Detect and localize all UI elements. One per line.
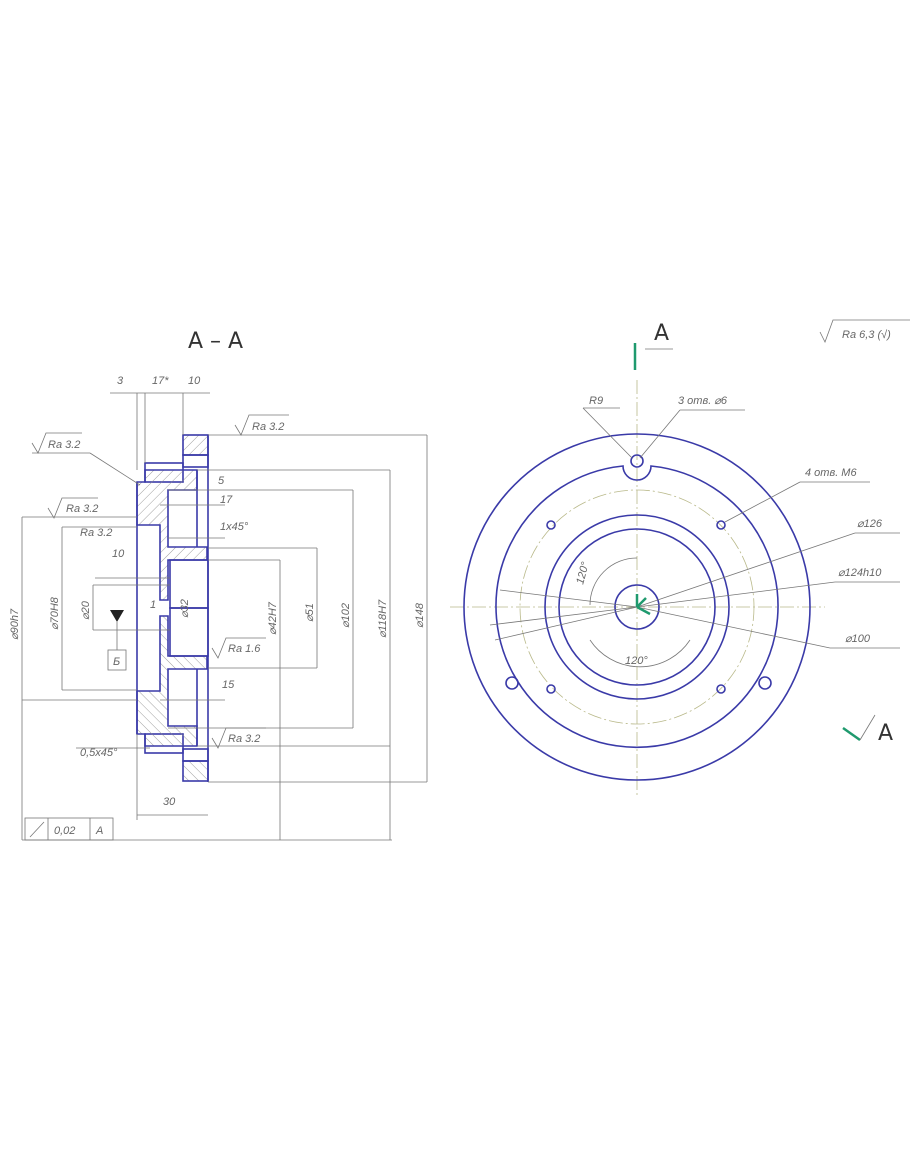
section-mark-a: A xyxy=(654,321,669,346)
dia-70H8: ⌀70H8 xyxy=(49,596,61,630)
dia-32: ⌀32 xyxy=(179,599,191,618)
hole-6 xyxy=(505,676,519,690)
dimension-lines xyxy=(21,392,428,841)
hole-6 xyxy=(630,454,644,468)
callout-dia-126: ⌀126 xyxy=(857,518,883,530)
callout-dia-100: ⌀100 xyxy=(845,633,871,645)
dim-chamfer: 1x45° xyxy=(220,521,249,533)
outer-circle xyxy=(463,433,811,781)
hole-m6 xyxy=(716,684,726,694)
tolerance-value: 0,02 xyxy=(54,825,75,837)
dim-5: 5 xyxy=(218,475,225,487)
dim-1: 1 xyxy=(150,599,156,611)
datum-label: Б xyxy=(113,656,120,668)
callout-3-holes: 3 отв. ⌀6 xyxy=(678,395,728,407)
angle-120-bottom: 120° xyxy=(625,655,648,667)
dim-15: 15 xyxy=(222,679,235,691)
section-mark-a-2: A xyxy=(878,721,893,746)
dia-102: ⌀102 xyxy=(340,603,352,628)
tolerance-datum: A xyxy=(95,825,103,837)
dim-17: 17* xyxy=(152,375,169,387)
roughness-label: Ra 3.2 xyxy=(228,733,260,745)
dia-148: ⌀148 xyxy=(414,602,426,628)
roughness-label: Ra 3.2 xyxy=(80,527,112,539)
roughness-label: Ra 3.2 xyxy=(48,439,80,451)
hole-m6 xyxy=(716,520,726,530)
callout-dia-124h10: ⌀124h10 xyxy=(838,567,882,579)
dim-17b: 17 xyxy=(220,494,233,506)
section-line-mark-2 xyxy=(842,726,861,742)
dia-42H7: ⌀42H7 xyxy=(267,601,279,635)
roughness-marks xyxy=(31,414,289,749)
roughness-label: Ra 3.2 xyxy=(252,421,284,433)
dia-51: ⌀51 xyxy=(304,603,316,622)
dia-20: ⌀20 xyxy=(80,600,92,620)
hole-6 xyxy=(758,676,772,690)
front-view: A A Ra 6,3 (√) R9 3 отв. ⌀6 4 отв. M6 ⌀1… xyxy=(450,319,910,795)
dim-10b: 10 xyxy=(112,548,125,560)
roughness-label: Ra 3.2 xyxy=(66,503,98,515)
dia-90h7: ⌀90h7 xyxy=(9,608,21,640)
part-section-top xyxy=(136,434,209,782)
dim-10: 10 xyxy=(188,375,201,387)
callout-4-holes: 4 отв. M6 xyxy=(805,467,857,479)
angle-120-left: 120° xyxy=(574,560,592,586)
dia-118H7: ⌀118H7 xyxy=(377,599,389,638)
hole-m6 xyxy=(546,684,556,694)
section-title: A – A xyxy=(188,329,243,354)
hole-m6 xyxy=(546,520,556,530)
section-view: A – A xyxy=(9,329,428,841)
dim-30: 30 xyxy=(163,796,176,808)
dim-chamfer-2: 0,5x45° xyxy=(80,747,118,759)
roughness-label: Ra 1.6 xyxy=(228,643,261,655)
general-roughness: Ra 6,3 (√) xyxy=(842,329,891,341)
dim-3: 3 xyxy=(117,375,124,387)
notched-circle xyxy=(495,465,779,749)
callout-r9: R9 xyxy=(589,395,603,407)
